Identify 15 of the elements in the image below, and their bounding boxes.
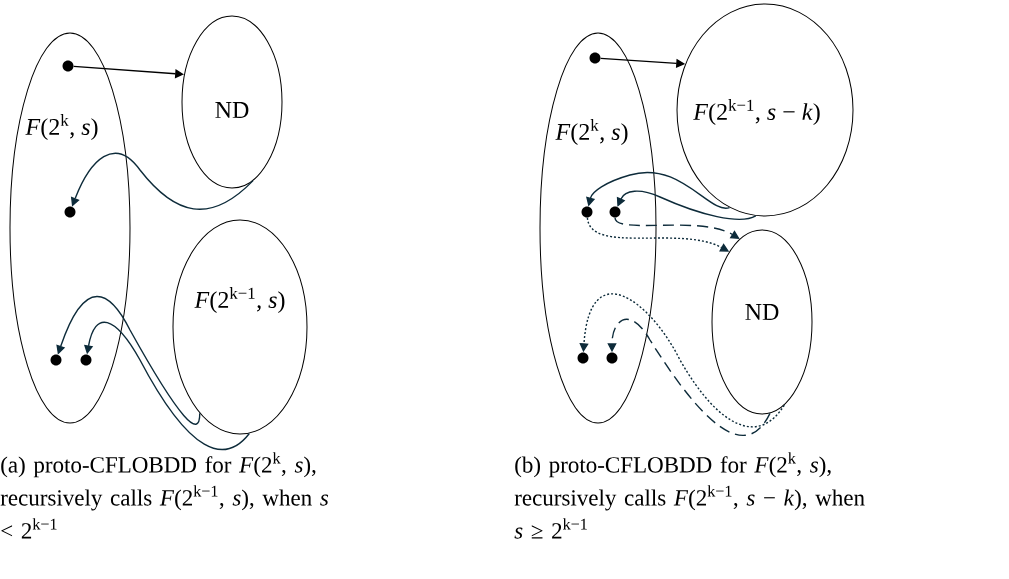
arrow [56,295,201,425]
caption: (a) proto-CFLOBDD for F(2$^{k}$, s), recursively calls F(2$^{k−1}$, s), when s < 2$^{k−1}$ [0,452,329,539]
node-label: ND [215,102,249,118]
caption: (b) proto-CFLOBDD for F(2$^{k}$, s), recursively calls F(2$^{k−1}$, s − k), when s ≥ 2$^{k−1}$ [514,452,865,539]
node-label: F(2$^{k}$, s) [25,114,98,140]
arrow [586,171,731,209]
node-label: F(2$^{k−1}$, s − k) [693,99,820,125]
arrow [579,293,785,428]
node-label: F(2$^{k}$, s) [555,119,628,145]
arrow [84,321,250,451]
node-label: ND [745,304,779,320]
arrow [614,217,740,239]
arrow [616,190,757,221]
node-label: F(2$^{k−1}$, s) [194,287,285,313]
arrow [607,318,771,436]
